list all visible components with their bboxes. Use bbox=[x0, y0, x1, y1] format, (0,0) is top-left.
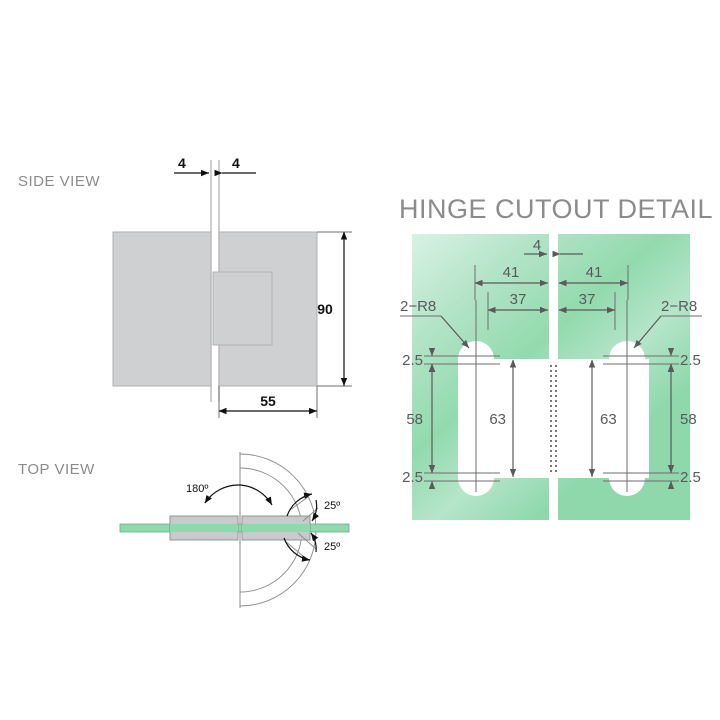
dim-63-right: 63 bbox=[588, 359, 617, 477]
dim-25-bottom-right: 2.5 bbox=[667, 465, 701, 489]
right-cutout-body bbox=[558, 359, 649, 478]
detail-title: HINGE CUTOUT DETAIL bbox=[399, 194, 713, 224]
dim-41-right: 41 bbox=[558, 264, 628, 287]
glass-strip-overlay-right bbox=[242, 524, 310, 532]
callout-r8-right: 2−R8 bbox=[633, 298, 702, 349]
dim-25-top-left-label: 2.5 bbox=[402, 352, 423, 369]
callout-r8-left-label: 2−R8 bbox=[400, 298, 436, 315]
dim-25-top-right-label: 2.5 bbox=[680, 352, 701, 369]
dim-width-55: 55 bbox=[218, 386, 318, 418]
angle-180-label: 180º bbox=[186, 483, 208, 495]
dim-58-right-label: 58 bbox=[680, 411, 697, 428]
dim-90-label: 90 bbox=[317, 301, 333, 317]
dim-58-left: 58 bbox=[406, 363, 436, 473]
callout-r8-right-leader bbox=[633, 315, 662, 349]
angle-180-group: 180º bbox=[186, 483, 273, 506]
angle-180-arc-left bbox=[204, 484, 241, 504]
dim-height-90: 90 bbox=[317, 231, 352, 387]
hinge-plate-left bbox=[112, 231, 212, 387]
dim-37-left: 37 bbox=[487, 291, 548, 314]
angle-25-upper-leader-b bbox=[302, 507, 319, 522]
angle-25-lower-label: 25º bbox=[324, 541, 340, 553]
glass-strip-overlay-left bbox=[170, 524, 238, 532]
dim-thickness-right-label: 4 bbox=[232, 155, 240, 171]
angle-25-lower-arc2 bbox=[310, 532, 319, 553]
dim-37-right-label: 37 bbox=[579, 291, 596, 308]
dim-63-left-label: 63 bbox=[489, 411, 506, 428]
top-view-group: TOP VIEW 180º bbox=[18, 452, 350, 608]
angle-25-upper-group: 25º bbox=[286, 492, 340, 522]
angle-25-lower-leader-b bbox=[297, 532, 317, 550]
cutout-shapes bbox=[458, 234, 649, 520]
side-view-group: SIDE VIEW 4 4 90 bbox=[18, 155, 352, 418]
dim-41-left-label: 41 bbox=[503, 264, 520, 281]
dim-41-right-label: 41 bbox=[586, 264, 603, 281]
top-view-label: TOP VIEW bbox=[18, 461, 95, 478]
dim-4-label: 4 bbox=[533, 237, 541, 254]
dim-58-right: 58 bbox=[667, 363, 697, 473]
dim-37-right: 37 bbox=[558, 291, 615, 314]
dim-63-left: 63 bbox=[489, 359, 517, 477]
angle-25-lower-leader-a bbox=[284, 540, 304, 557]
callout-r8-left-leader bbox=[440, 315, 470, 349]
callout-r8-right-label: 2−R8 bbox=[661, 298, 697, 315]
dim-25-bottom-left: 2.5 bbox=[402, 465, 436, 489]
callout-r8-left: 2−R8 bbox=[400, 298, 470, 349]
dim-41-left: 41 bbox=[474, 264, 548, 287]
angle-25-lower-group: 25º bbox=[283, 532, 340, 562]
hinge-cutout-detail-group: HINGE CUTOUT DETAIL bbox=[399, 194, 713, 520]
dim-thickness-left: 4 bbox=[174, 155, 209, 177]
center-gap-cutout bbox=[549, 234, 558, 520]
hinge-knuckle-block bbox=[212, 271, 273, 346]
angle-25-upper-leader-a bbox=[289, 496, 309, 511]
dim-gap-4: 4 bbox=[524, 237, 583, 258]
angle-25-upper-arc bbox=[286, 492, 313, 517]
dim-25-bottom-right-label: 2.5 bbox=[680, 469, 701, 486]
angle-25-upper-label: 25º bbox=[324, 500, 340, 512]
angle-180-arc-right bbox=[239, 484, 273, 506]
dim-25-bottom-left-label: 2.5 bbox=[402, 469, 423, 486]
side-view-label: SIDE VIEW bbox=[18, 173, 100, 190]
dim-37-left-label: 37 bbox=[510, 291, 527, 308]
dim-63-right-label: 63 bbox=[600, 411, 617, 428]
angle-25-upper-arc2 bbox=[311, 499, 320, 522]
dim-thickness-left-label: 4 bbox=[178, 155, 186, 171]
left-cutout-body bbox=[458, 359, 549, 478]
angle-25-lower-arc bbox=[283, 537, 311, 562]
dim-55-label: 55 bbox=[260, 393, 276, 409]
dim-58-left-label: 58 bbox=[406, 411, 423, 428]
dim-thickness-right: 4 bbox=[214, 155, 256, 177]
